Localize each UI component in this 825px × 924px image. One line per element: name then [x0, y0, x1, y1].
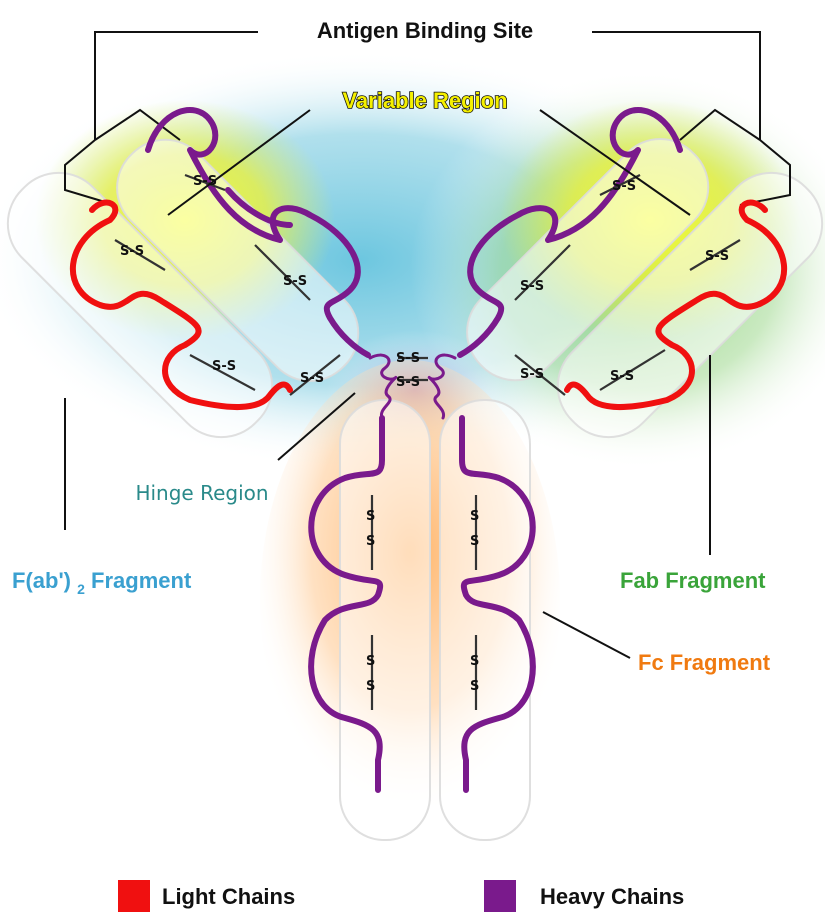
right-ss-2: S-S	[520, 279, 544, 294]
fc-right-s-2: S	[470, 534, 479, 549]
fab2-fragment-label: F(ab') 2 Fragment	[12, 568, 192, 599]
fab2-prefix: F(ab')	[12, 568, 71, 593]
legend-heavy-chains: Heavy Chains	[540, 884, 684, 909]
right-ss-5: S-S	[520, 367, 544, 382]
heavy-chain-swatch	[484, 880, 516, 912]
left-ss-5: S-S	[300, 371, 324, 386]
right-ss-1: S-S	[612, 179, 636, 194]
antigen-binding-site-label: Antigen Binding Site	[317, 18, 533, 43]
fab2-suffix: Fragment	[91, 568, 192, 593]
hinge-region-label: Hinge Region	[135, 481, 268, 505]
light-chain-swatch	[118, 880, 150, 912]
fc-left-s-2: S	[366, 534, 375, 549]
hinge-ss-2: S-S	[396, 375, 420, 390]
variable-region-label: Variable Region	[342, 88, 507, 113]
fc-right-s-3: S	[470, 654, 479, 669]
legend-light-chains: Light Chains	[162, 884, 295, 909]
left-ss-2: S-S	[283, 274, 307, 289]
legend: Light Chains Heavy Chains	[118, 880, 684, 912]
fab-fragment-label: Fab Fragment	[620, 568, 766, 593]
hinge-ss-1: S-S	[396, 351, 420, 366]
fc-fragment-label: Fc Fragment	[638, 650, 771, 675]
left-ss-3: S-S	[120, 244, 144, 259]
fc-left-s-1: S	[366, 509, 375, 524]
right-ss-4: S-S	[610, 369, 634, 384]
fc-left-s-3: S	[366, 654, 375, 669]
fc-right-s-1: S	[470, 509, 479, 524]
fab2-subscript: 2	[77, 581, 85, 597]
left-ss-4: S-S	[212, 359, 236, 374]
right-ss-3: S-S	[705, 249, 729, 264]
fc-right-s-4: S	[470, 679, 479, 694]
fc-left-s-4: S	[366, 679, 375, 694]
